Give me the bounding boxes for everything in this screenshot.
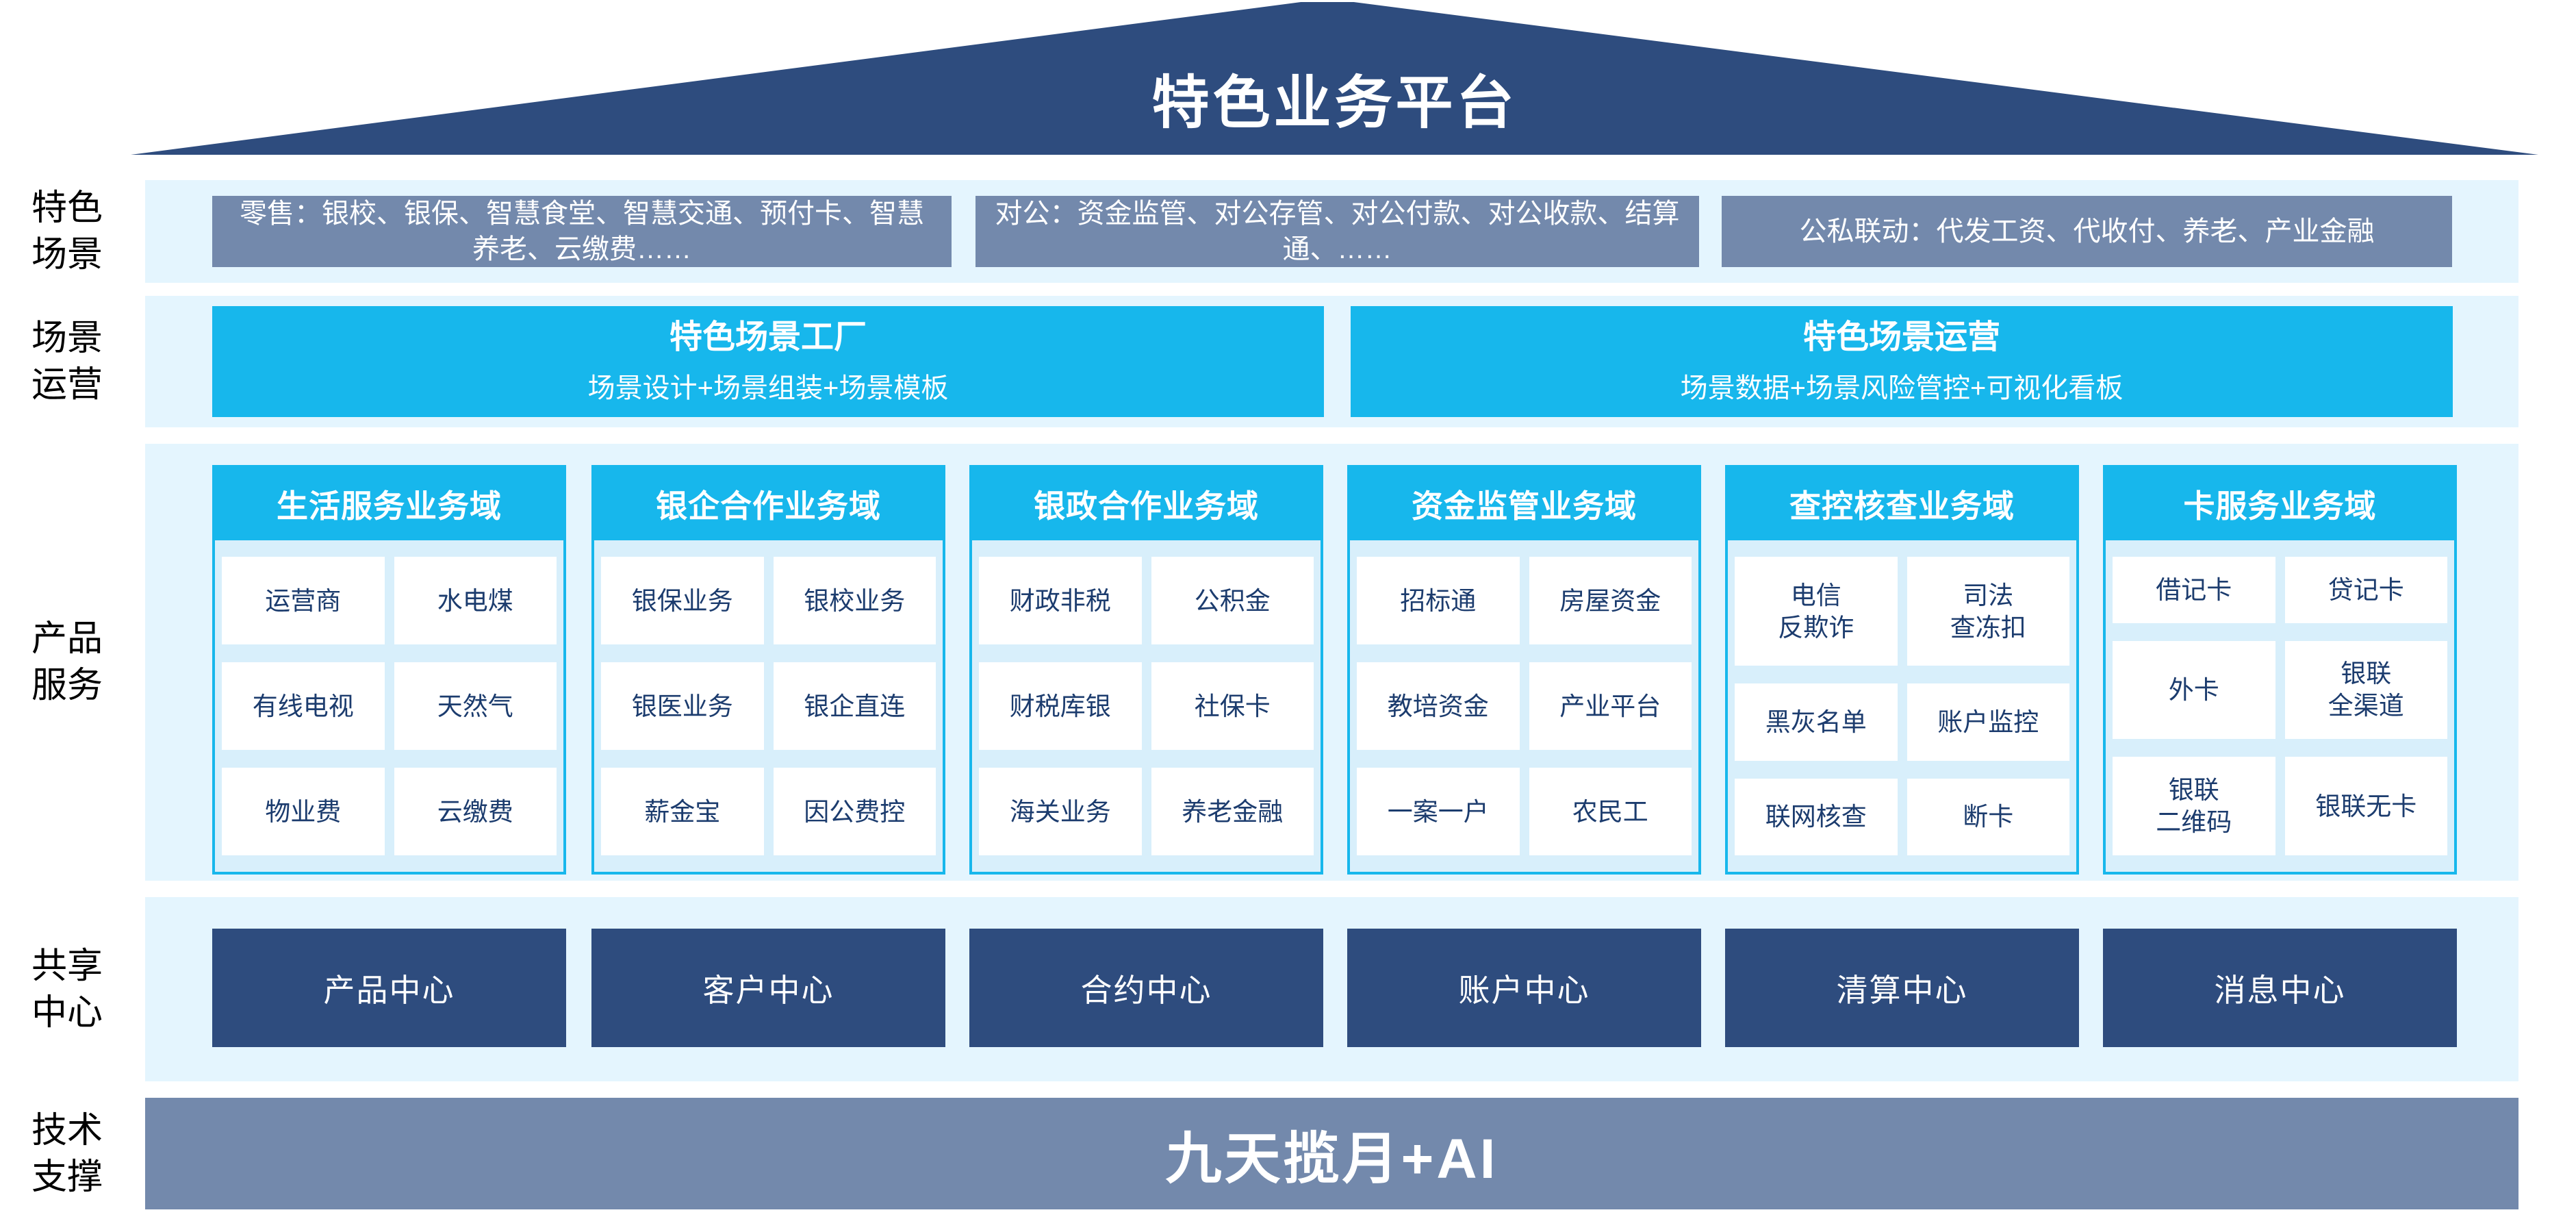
product-cell: 物业费 [222, 768, 385, 855]
column-header: 卡服务业务域 [2106, 468, 2454, 540]
product-cell: 银保业务 [601, 557, 764, 644]
center-box-customer: 客户中心 [591, 929, 945, 1047]
product-cell: 外卡 [2113, 640, 2275, 740]
column-cells: 电信 反欺诈 司法 查冻扣 黑灰名单 账户监控 联网核查 断卡 [1728, 540, 2076, 872]
product-cell: 薪金宝 [601, 768, 764, 855]
product-cell: 海关业务 [979, 768, 1142, 855]
product-cell: 贷记卡 [2284, 557, 2447, 623]
column-cells: 招标通 房屋资金 教培资金 产业平台 一案一户 农民工 [1350, 540, 1698, 872]
row-label-shared: 共享 中心 [31, 946, 103, 1033]
center-box-contract: 合约中心 [969, 929, 1323, 1047]
product-cell: 银联无卡 [2284, 757, 2447, 855]
product-cell: 银联 二维码 [2113, 757, 2275, 855]
product-band: 生活服务业务域 运营商 水电煤 有线电视 天然气 物业费 云缴费 银企合作业务域… [145, 444, 2518, 881]
product-cell: 财税库银 [979, 662, 1142, 750]
product-cell: 云缴费 [394, 768, 557, 855]
product-cell: 水电煤 [394, 557, 557, 644]
product-cell: 银校业务 [773, 557, 936, 644]
row-label-scenario: 特色 场景 [31, 188, 103, 275]
column-cells: 借记卡 贷记卡 外卡 银联 全渠道 银联 二维码 银联无卡 [2106, 540, 2454, 872]
center-box-product: 产品中心 [212, 929, 566, 1047]
product-column-inspection-verification: 查控核查业务域 电信 反欺诈 司法 查冻扣 黑灰名单 账户监控 联网核查 断卡 [1725, 465, 2079, 875]
product-cell: 养老金融 [1151, 768, 1314, 855]
product-cell: 农民工 [1529, 768, 1692, 855]
row-label-tech: 技术 支撑 [31, 1110, 103, 1197]
product-column-life-services: 生活服务业务域 运营商 水电煤 有线电视 天然气 物业费 云缴费 [212, 465, 566, 875]
product-cell: 账户监控 [1907, 683, 2069, 761]
product-column-bank-government: 银政合作业务域 财政非税 公积金 财税库银 社保卡 海关业务 养老金融 [969, 465, 1323, 875]
scene-factory-title: 特色场景工厂 [669, 319, 867, 355]
center-box-account: 账户中心 [1347, 929, 1701, 1047]
scenario-box-corporate: 对公：资金监管、对公存管、对公付款、对公收款、结算通、…… [975, 196, 1699, 267]
product-cell: 银联 全渠道 [2284, 640, 2447, 740]
product-cell: 司法 查冻扣 [1907, 557, 2069, 666]
product-cell: 运营商 [222, 557, 385, 644]
product-cell: 财政非税 [979, 557, 1142, 644]
column-cells: 银保业务 银校业务 银医业务 银企直连 薪金宝 因公费控 [594, 540, 943, 872]
product-cell: 联网核查 [1735, 778, 1898, 855]
operation-band: 特色场景工厂 场景设计+场景组装+场景模板 特色场景运营 场景数据+场景风险管控… [145, 296, 2518, 427]
row-label-product: 产品 服务 [31, 619, 103, 705]
scenario-box-retail: 零售：银校、银保、智慧食堂、智慧交通、预付卡、智慧养老、云缴费…… [212, 196, 952, 267]
product-column-bank-enterprise: 银企合作业务域 银保业务 银校业务 银医业务 银企直连 薪金宝 因公费控 [591, 465, 945, 875]
scene-operation-subtitle: 场景数据+场景风险管控+可视化看板 [1680, 373, 2124, 403]
column-cells: 财政非税 公积金 财税库银 社保卡 海关业务 养老金融 [972, 540, 1321, 872]
column-header: 银政合作业务域 [972, 468, 1321, 540]
shared-band: 产品中心 客户中心 合约中心 账户中心 清算中心 消息中心 [145, 897, 2518, 1081]
product-cell: 一案一户 [1357, 768, 1520, 855]
tech-support-bar: 九天揽月+AI [145, 1098, 2518, 1209]
product-column-card-services: 卡服务业务域 借记卡 贷记卡 外卡 银联 全渠道 银联 二维码 银联无卡 [2103, 465, 2457, 875]
scene-factory-box: 特色场景工厂 场景设计+场景组装+场景模板 [212, 306, 1324, 417]
product-cell: 天然气 [394, 662, 557, 750]
column-header: 资金监管业务域 [1350, 468, 1698, 540]
product-cell: 公积金 [1151, 557, 1314, 644]
product-cell: 教培资金 [1357, 662, 1520, 750]
product-cell: 因公费控 [773, 768, 936, 855]
row-label-operation: 场景 运营 [31, 318, 103, 405]
center-box-clearing: 清算中心 [1725, 929, 2079, 1047]
product-cell: 社保卡 [1151, 662, 1314, 750]
product-cell: 黑灰名单 [1735, 683, 1898, 761]
scenario-band: 零售：银校、银保、智慧食堂、智慧交通、预付卡、智慧养老、云缴费…… 对公：资金监… [145, 180, 2518, 283]
product-cell: 银医业务 [601, 662, 764, 750]
product-cell: 产业平台 [1529, 662, 1692, 750]
product-cell: 断卡 [1907, 778, 2069, 855]
column-header: 查控核查业务域 [1728, 468, 2076, 540]
column-header: 银企合作业务域 [594, 468, 943, 540]
center-box-message: 消息中心 [2103, 929, 2457, 1047]
product-cell: 电信 反欺诈 [1735, 557, 1898, 666]
product-cell: 借记卡 [2113, 557, 2275, 623]
scene-operation-title: 特色场景运营 [1802, 319, 2000, 355]
product-cell: 银企直连 [773, 662, 936, 750]
scene-operation-box: 特色场景运营 场景数据+场景风险管控+可视化看板 [1351, 306, 2453, 417]
column-cells: 运营商 水电煤 有线电视 天然气 物业费 云缴费 [215, 540, 563, 872]
platform-title: 特色业务平台 [1151, 71, 1518, 135]
scenario-box-linkage: 公私联动：代发工资、代收付、养老、产业金融 [1722, 196, 2452, 267]
scene-factory-subtitle: 场景设计+场景组装+场景模板 [587, 373, 949, 403]
roof-banner: 特色业务平台 [131, 2, 2538, 155]
product-cell: 房屋资金 [1529, 557, 1692, 644]
product-cell: 招标通 [1357, 557, 1520, 644]
product-cell: 有线电视 [222, 662, 385, 750]
product-column-fund-supervision: 资金监管业务域 招标通 房屋资金 教培资金 产业平台 一案一户 农民工 [1347, 465, 1701, 875]
column-header: 生活服务业务域 [215, 468, 563, 540]
